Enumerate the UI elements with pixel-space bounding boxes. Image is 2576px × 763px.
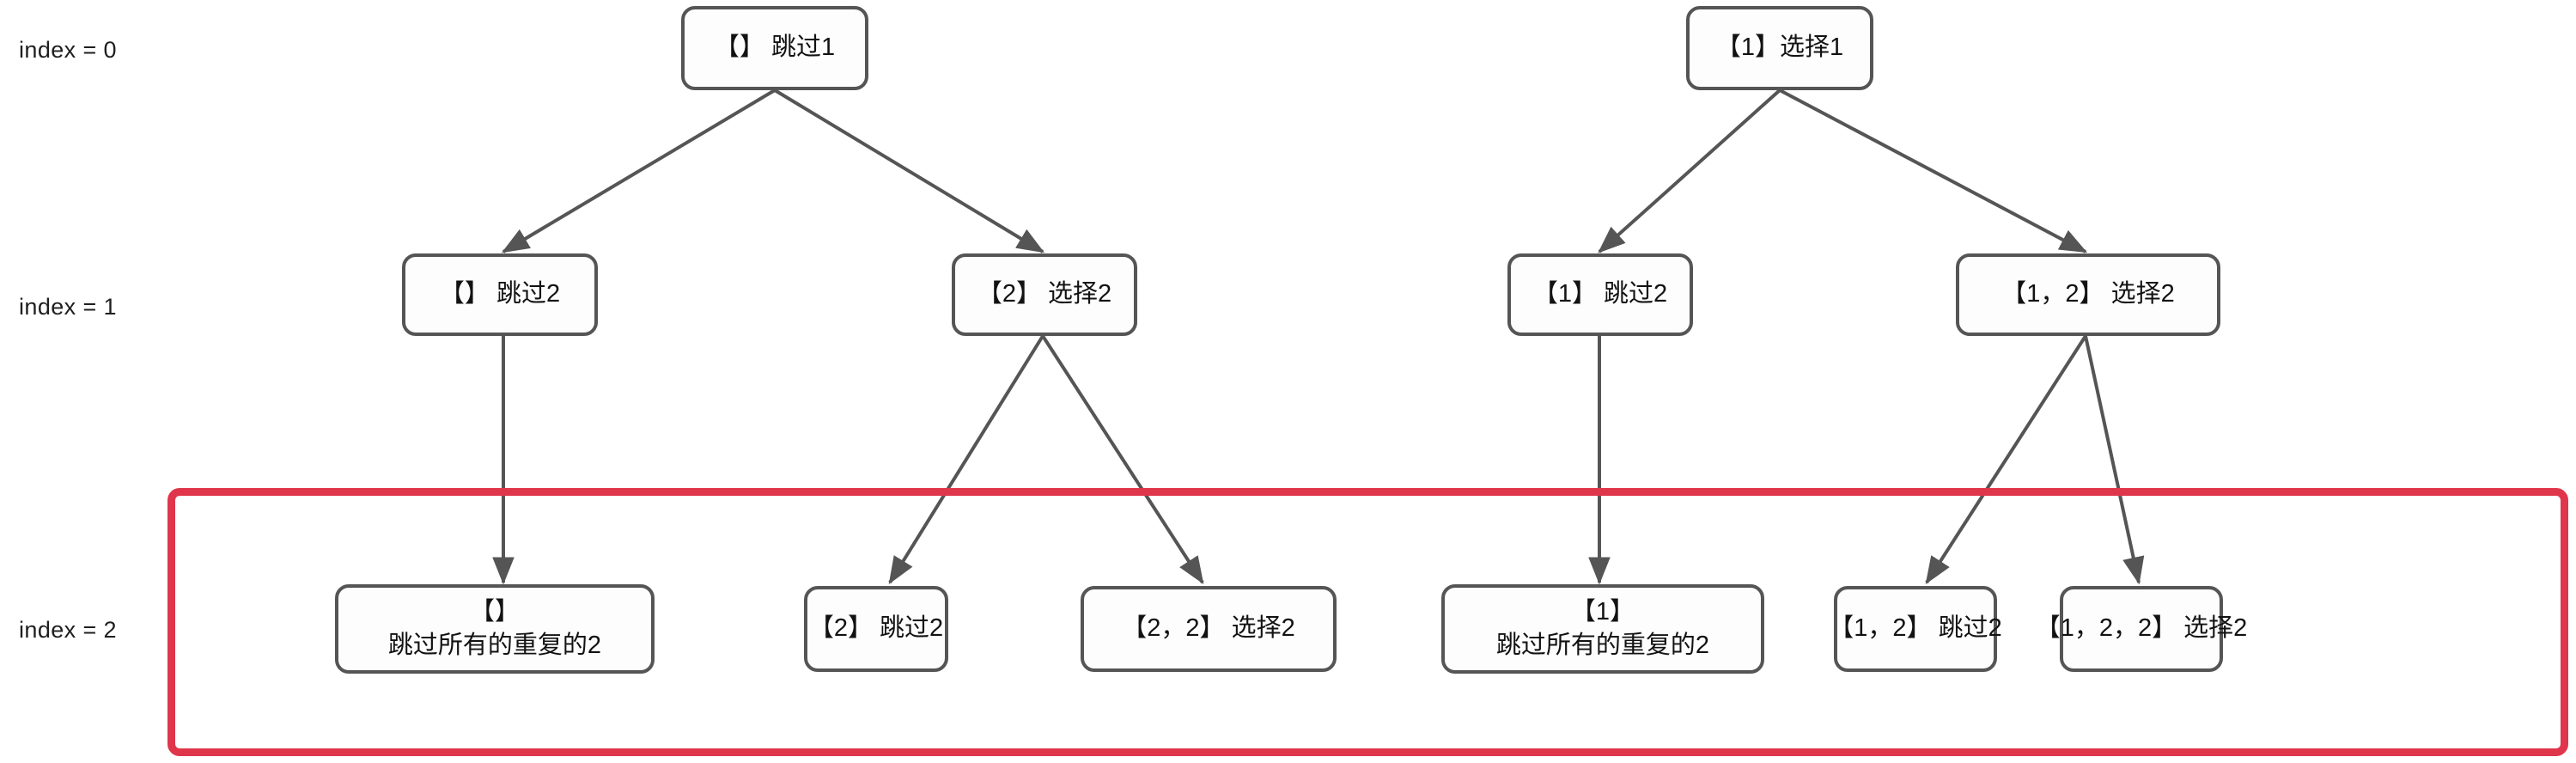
- node-label-secondary: 跳过所有的重复的2: [387, 632, 602, 659]
- tree-node-n2f[interactable]: 【1，2，2】 选择2: [2036, 586, 2247, 672]
- node-label-secondary: 跳过所有的重复的2: [1495, 632, 1710, 659]
- edge-n0b-to-n1d: [1779, 89, 2088, 253]
- row-label-index-2: index = 2: [19, 617, 117, 643]
- node-label-primary: 【1，2】 跳过2: [1829, 614, 2002, 643]
- node-label-primary: 【】: [469, 597, 520, 626]
- tree-node-n0b[interactable]: 【1】选择1: [1686, 6, 1873, 90]
- node-label-primary: 【2，2】 选择2: [1122, 614, 1295, 643]
- edge-n0a-to-n1a: [501, 89, 776, 253]
- tree-node-n2b[interactable]: 【2】 跳过2: [804, 586, 948, 672]
- tree-node-n1d[interactable]: 【1，2】 选择2: [1956, 253, 2220, 336]
- node-label-primary: 【1】 跳过2: [1532, 280, 1668, 308]
- tree-node-n2c[interactable]: 【2，2】 选择2: [1081, 586, 1337, 672]
- tree-node-n1a[interactable]: 【】 跳过2: [402, 253, 598, 336]
- index-2-highlight-rectangle: [167, 488, 2568, 756]
- node-label-primary: 【1】: [1570, 597, 1635, 626]
- tree-node-n1b[interactable]: 【2】 选择2: [952, 253, 1137, 336]
- tree-node-n2a[interactable]: 【】跳过所有的重复的2: [335, 584, 655, 674]
- node-label-primary: 【1，2，2】 选择2: [2035, 614, 2248, 643]
- node-label-primary: 【1】选择1: [1715, 34, 1844, 62]
- row-label-index-0: index = 0: [19, 37, 117, 63]
- tree-node-n2e[interactable]: 【1，2】 跳过2: [1829, 586, 2002, 672]
- node-label-primary: 【】 跳过1: [714, 34, 836, 62]
- tree-node-n1c[interactable]: 【1】 跳过2: [1507, 253, 1693, 336]
- node-label-primary: 【2】 选择2: [977, 280, 1112, 308]
- edge-n0b-to-n1c: [1598, 89, 1781, 253]
- node-label-primary: 【】 跳过2: [439, 280, 561, 308]
- node-label-primary: 【1，2】 选择2: [2001, 280, 2175, 308]
- edge-n0a-to-n1b: [773, 89, 1045, 253]
- tree-node-n2d[interactable]: 【1】跳过所有的重复的2: [1441, 584, 1764, 674]
- node-label-primary: 【2】 跳过2: [808, 614, 944, 643]
- tree-node-n0a[interactable]: 【】 跳过1: [681, 6, 868, 90]
- row-label-index-1: index = 1: [19, 294, 117, 320]
